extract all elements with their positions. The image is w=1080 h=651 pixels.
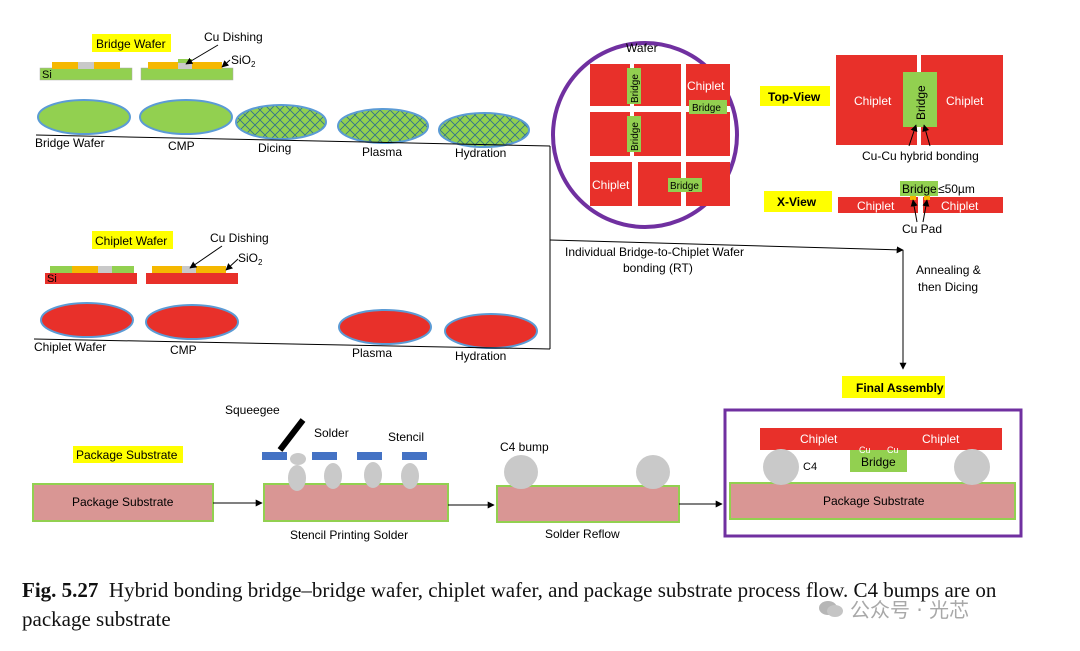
top-view-bridge: Bridge [914, 85, 928, 120]
chiplet-flow-line [33, 338, 551, 350]
top-view-badge [760, 86, 830, 106]
top-view-caption: Cu-Cu hybrid bonding [862, 149, 979, 163]
stencil-label: Stencil [388, 430, 424, 444]
bridge-wafer-badge [92, 34, 171, 52]
substrate-flow: Package Substrate Package Substrate Sque… [32, 403, 723, 542]
chiplet-wafer-badge [92, 231, 173, 249]
chiplet-step-4: Hydration [455, 349, 506, 363]
chiplet-wafer-badge-label: Chiplet Wafer [95, 234, 167, 248]
wafer-chiplet-2: Chiplet [592, 178, 630, 192]
top-view-badge-label: Top-View [768, 90, 821, 104]
wafer-bridge-4: Bridge [670, 181, 699, 192]
chiplet-step-2: CMP [170, 343, 197, 357]
bonding-label-1: Individual Bridge-to-Chiplet Wafer [565, 245, 744, 259]
chiplet-wafer-disk [40, 302, 134, 338]
wafer-bridge-2: Bridge [630, 122, 641, 151]
top-view-chiplet-left: Chiplet [854, 94, 892, 108]
top-view-chiplet-right: Chiplet [946, 94, 984, 108]
x-view-badge-label: X-View [777, 195, 817, 209]
chiplet-plasma-disk [338, 309, 432, 345]
chiplet-cross-section-2 [146, 266, 238, 284]
bridge-step-5: Hydration [455, 146, 506, 160]
bridge-cu-dishing-label: Cu Dishing [204, 30, 263, 44]
bridge-step-2: CMP [168, 139, 195, 153]
final-cu-2: Cu [887, 445, 899, 455]
bridge-cmp-disk [139, 99, 233, 135]
watermark: 公众号 · 光芯 [818, 594, 969, 623]
x-view-badge [764, 191, 832, 212]
final-assembly-badge [842, 376, 945, 398]
chiplet-hydration-disk [444, 313, 538, 349]
final-assembly-panel: Final Assembly Package Substrate Chiplet… [723, 376, 1023, 538]
chiplet-cu-dishing-label: Cu Dishing [210, 231, 269, 245]
final-bridge-label: Bridge [861, 455, 896, 469]
stencil-step-label: Stencil Printing Solder [290, 528, 408, 542]
wafer-bridge-3: Bridge [692, 103, 721, 114]
merge-connector: Individual Bridge-to-Chiplet Wafer bondi… [549, 146, 904, 349]
wafer-circle-title: Wafer [626, 41, 658, 55]
bridge-wafer-badge-label: Bridge Wafer [96, 37, 166, 51]
annealing-label-2: then Dicing [918, 280, 978, 294]
bridge-wafer-section: Bridge Wafer Si Cu Dishing SiO2 Bridge W… [35, 30, 551, 160]
x-view-chiplet-right: Chiplet [941, 199, 979, 213]
package-substrate-badge-label: Package Substrate [76, 448, 178, 462]
x-view-cu-pad: Cu Pad [902, 222, 942, 236]
wafer-chiplet-1: Chiplet [687, 79, 725, 93]
bridge-cross-section-2 [140, 59, 234, 81]
bridge-step-1: Bridge Wafer [35, 136, 105, 150]
x-view-panel: X-View Bridge ≤50µm Chiplet Chiplet Cu P… [764, 181, 1003, 236]
final-cu-1: Cu [859, 445, 871, 455]
final-assembly-badge-label: Final Assembly [856, 381, 944, 395]
final-substrate-label: Package Substrate [823, 494, 925, 508]
chiplet-step-1: Chiplet Wafer [34, 340, 106, 354]
final-chiplet-right: Chiplet [922, 432, 960, 446]
wechat-icon [818, 599, 844, 619]
top-view-panel: Top-View Chiplet Chiplet Bridge Cu-Cu hy… [760, 55, 1003, 163]
package-substrate-badge [73, 446, 183, 463]
annealing-step: Annealing & then Dicing [899, 250, 981, 370]
bridge-cross-section-1: Si [39, 62, 133, 81]
chiplet-wafer-section: Chiplet Wafer Si Cu Dishing SiO2 Chiplet… [33, 231, 551, 363]
bridge-dicing-disk [235, 104, 327, 140]
chiplet-cross-section-1: Si [45, 266, 137, 285]
chiplet-step-3: Plasma [352, 346, 392, 360]
bridge-si-label: Si [42, 69, 52, 81]
reflow-step-label: Solder Reflow [545, 527, 620, 541]
final-c4-label: C4 [803, 461, 817, 473]
chiplet-si-label: Si [47, 273, 57, 285]
bridge-hydration-disk [438, 112, 530, 148]
chiplet-sio2-label: SiO2 [238, 251, 263, 267]
x-view-chiplet-left: Chiplet [857, 199, 895, 213]
figure-number: Fig. 5.27 [22, 578, 99, 602]
annealing-label-1: Annealing & [916, 263, 981, 277]
x-view-bridge: Bridge [902, 182, 937, 196]
wafer-bridge-1: Bridge [630, 74, 641, 103]
substrate-1-label: Package Substrate [72, 495, 174, 509]
figure-caption: Fig. 5.27 Hybrid bonding bridge–bridge w… [22, 576, 1042, 634]
bonding-label-2: bonding (RT) [623, 261, 693, 275]
final-chiplet-left: Chiplet [800, 432, 838, 446]
bridge-plasma-disk [337, 108, 429, 144]
bridge-step-3: Dicing [258, 141, 291, 155]
chiplet-cmp-disk [145, 304, 239, 340]
bridge-flow-line [35, 134, 551, 147]
figure-caption-text: Hybrid bonding bridge–bridge wafer, chip… [22, 578, 997, 631]
bridge-step-4: Plasma [362, 145, 402, 159]
c4-bump-label: C4 bump [500, 440, 549, 454]
bridge-sio2-label: SiO2 [231, 53, 256, 69]
wafer-top-circle: Wafer Bridge Bridge Bridge Bridge Chiple… [551, 41, 739, 229]
watermark-text: 公众号 · 光芯 [850, 598, 970, 622]
bridge-wafer-disk [37, 99, 131, 135]
solder-label: Solder [314, 426, 349, 440]
x-view-dimension: ≤50µm [938, 182, 975, 196]
squeegee-label: Squeegee [225, 403, 280, 417]
